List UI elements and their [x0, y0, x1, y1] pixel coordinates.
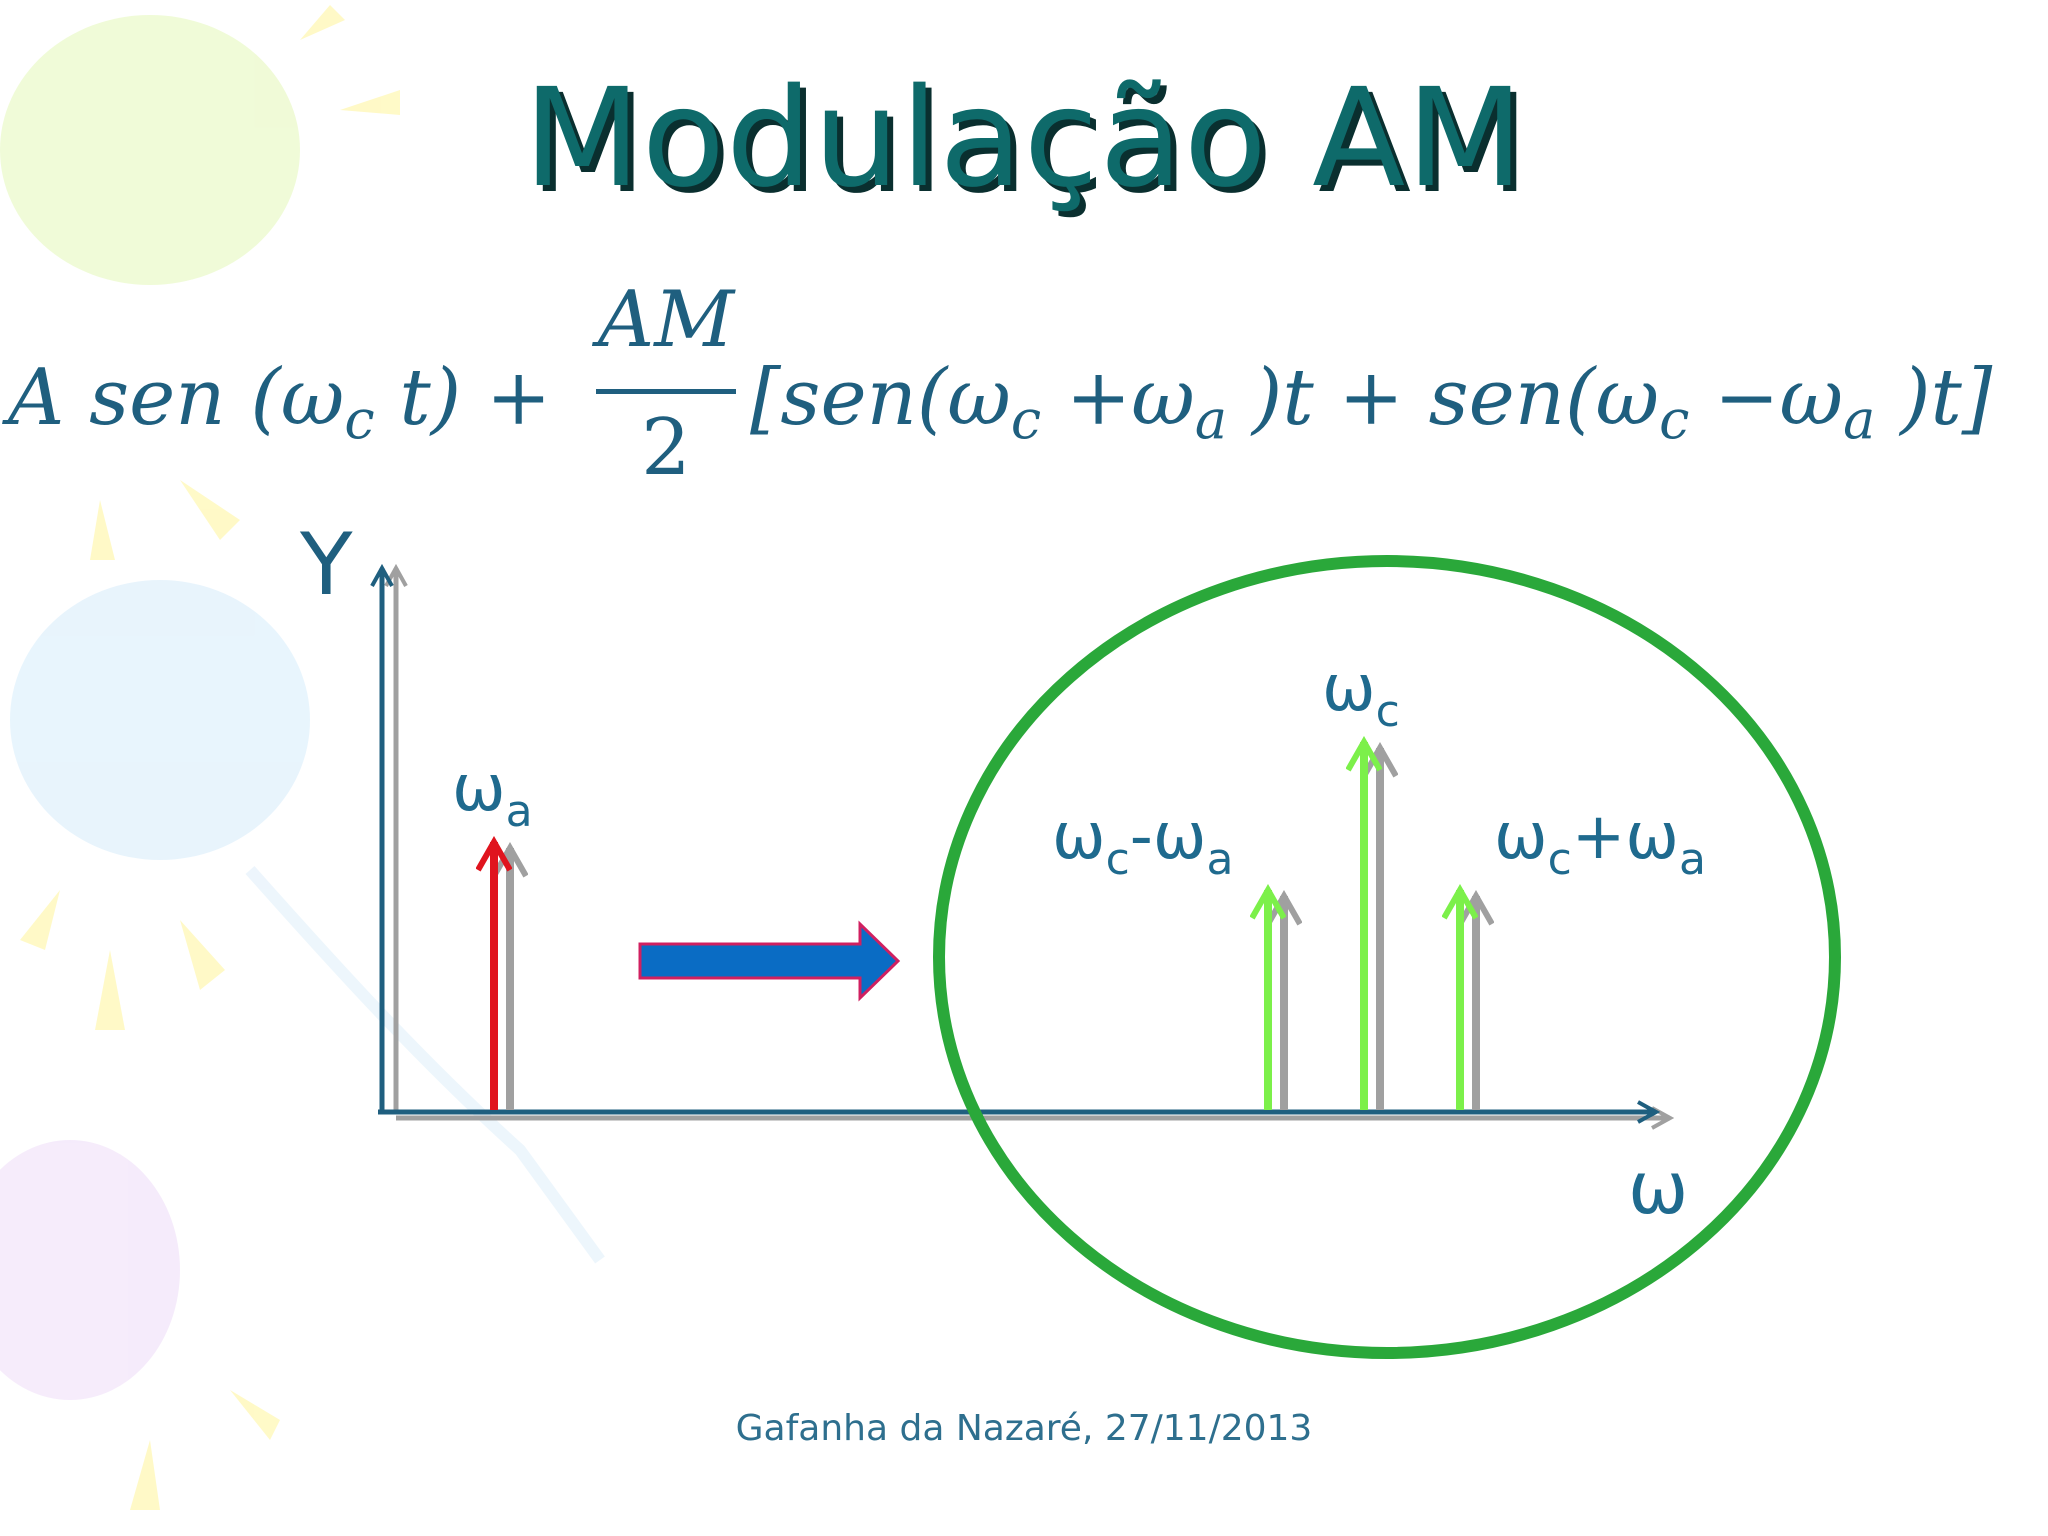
- sun-ray-decoration: [180, 480, 240, 540]
- sun-ray-decoration: [130, 1440, 160, 1510]
- sun-ray-decoration: [90, 500, 115, 560]
- x-axis-label: ω: [1628, 1146, 1689, 1230]
- transform-arrow: [638, 920, 901, 1002]
- upper-sideband-label: ωc+ωa: [1494, 800, 1706, 885]
- sun-ray-decoration: [95, 950, 125, 1030]
- sun-ray-decoration: [300, 5, 345, 40]
- fraction-numerator: AM: [597, 275, 735, 365]
- am-formula: A sen (ωc t) + AM 2 [sen(ωc +ωa )t + sen…: [8, 275, 2048, 495]
- sun-ray-decoration: [180, 920, 225, 990]
- modulated-spectrum-ellipse: [933, 555, 1841, 1359]
- lower-sideband-label: ωc-ωa: [1052, 800, 1234, 885]
- fraction-bar: [596, 389, 736, 394]
- fraction-denominator: 2: [641, 403, 691, 493]
- purple-balloon-decoration: [0, 1140, 180, 1400]
- carrier-frequency-label: ωc: [1322, 652, 1400, 737]
- page-title: Modulação AM: [523, 60, 1525, 218]
- y-axis-label: Y: [300, 515, 353, 615]
- blue-balloon-decoration: [10, 580, 310, 860]
- sun-ray-decoration: [230, 1390, 280, 1440]
- modulating-frequency-label: ωa: [452, 752, 533, 837]
- sun-ray-decoration: [340, 90, 400, 115]
- sun-ray-decoration: [20, 890, 60, 950]
- formula-bracket-terms: [sen(ωc +ωa )t + sen(ωc −ωa )t]: [750, 353, 1993, 451]
- green-balloon-decoration: [0, 15, 300, 285]
- footer-location-date: Gafanha da Nazaré, 27/11/2013: [735, 1408, 1313, 1449]
- formula-term-carrier: A sen (ωc t) +: [8, 353, 552, 451]
